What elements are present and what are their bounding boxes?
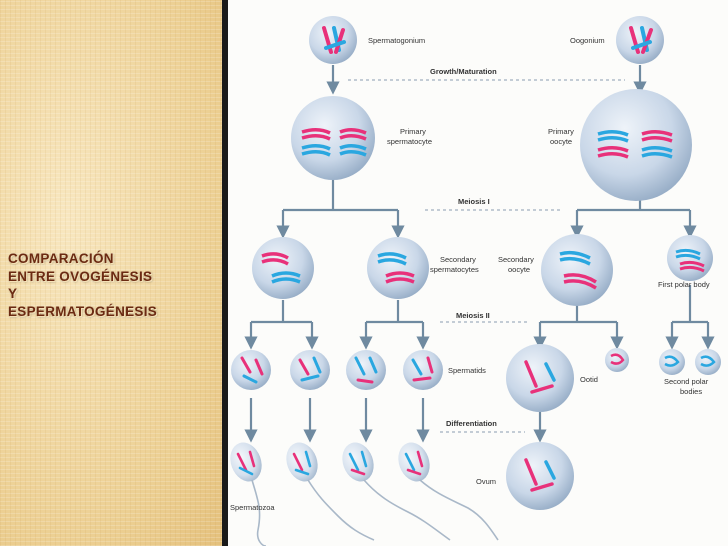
label-differentiation: Differentiation [446,419,497,428]
label-ootid: Ootid [580,375,598,384]
oogonium-cell [616,16,664,64]
second-polar-body-cell [605,348,629,372]
spermatozoon [342,442,451,541]
label-primary-spermatocyte-1: Primary [400,127,426,136]
spermatid-cell [346,350,386,390]
panel-divider [222,0,228,546]
primary-oocyte-cell [580,89,692,201]
label-spermatids: Spermatids [448,366,486,375]
connector-lines [244,65,715,443]
spermatozoon [398,442,499,541]
label-primary-spermatocyte-2: spermatocyte [387,137,432,146]
title-panel: COMPARACIÓN ENTRE OVOGÉNESIS Y ESPERMATO… [0,0,222,546]
label-meiosis-1: Meiosis I [458,197,490,206]
secondary-oocyte-cell [541,234,613,306]
second-polar-body-cell [659,349,685,375]
primary-spermatocyte-cell [291,96,375,180]
label-growth-maturation: Growth/Maturation [430,67,497,76]
first-polar-body-cell [667,235,713,281]
title-line-3: Y [8,286,18,301]
label-primary-oocyte-2: oocyte [550,137,572,146]
label-oogonium: Oogonium [570,36,605,45]
label-secondary-oocyte-1: Secondary [498,255,534,264]
ovum-cell [506,442,574,510]
spermatid-cell [290,350,330,390]
title-line-1: COMPARACIÓN [8,251,114,266]
slide-title: COMPARACIÓN ENTRE OVOGÉNESIS Y ESPERMATO… [8,250,220,320]
title-line-2: ENTRE OVOGÉNESIS [8,268,153,284]
label-spermatogonium: Spermatogonium [368,36,425,45]
second-polar-body-cell [695,349,721,375]
diagram-panel: Spermatogonium Oogonium Growth/Maturatio… [228,0,728,547]
label-second-polar-bodies-1: Second polar [664,377,709,386]
spermatozoon [286,442,375,541]
stage-separators [348,79,625,433]
gametogenesis-diagram: Spermatogonium Oogonium Growth/Maturatio… [230,16,721,547]
label-meiosis-2: Meiosis II [456,311,490,320]
spermatid-cell [231,350,271,390]
label-second-polar-bodies-2: bodies [680,387,702,396]
label-primary-oocyte-1: Primary [548,127,574,136]
spermatogonium-cell [309,16,357,64]
label-secondary-spermatocytes-2: spermatocytes [430,265,479,274]
spermatozoon [230,442,267,547]
ootid-cell [506,344,574,412]
secondary-spermatocyte-cell [367,237,429,299]
label-first-polar-body: First polar body [658,280,710,289]
label-secondary-spermatocytes-1: Secondary [440,255,476,264]
title-line-4: ESPERMATOGÉNESIS [8,303,158,319]
secondary-spermatocyte-cell [252,237,314,299]
label-secondary-oocyte-2: oocyte [508,265,530,274]
spermatid-cell [403,350,443,390]
label-spermatozoa: Spermatozoa [230,503,275,512]
label-ovum: Ovum [476,477,496,486]
